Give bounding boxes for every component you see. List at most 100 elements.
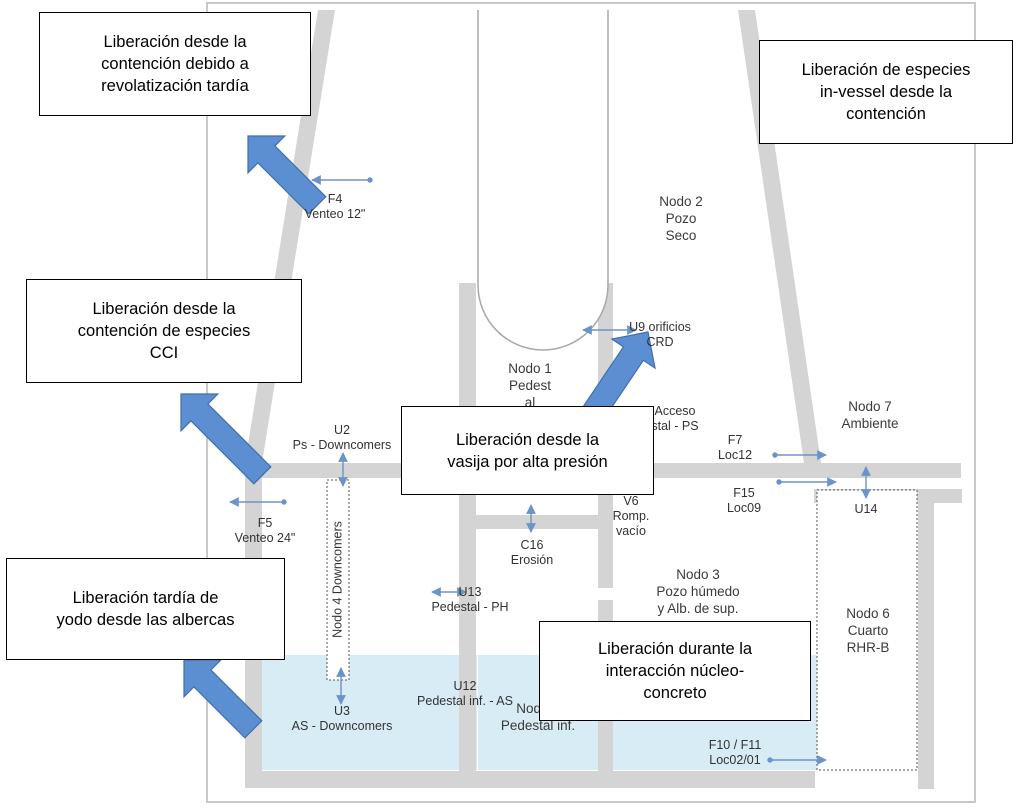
release-arrows [180, 135, 656, 739]
callout-line: Liberación desde la [455, 430, 600, 449]
c16-label: C16 Erosión [502, 538, 562, 568]
callout-line: Liberación desde la [103, 33, 247, 51]
u2-id: U2 [334, 423, 350, 437]
node-7-line-2: Ambiente [841, 416, 899, 431]
c16-id: C16 [520, 538, 544, 552]
f4-desc: Venteo 12" [304, 207, 366, 221]
f15-id: F15 [733, 486, 755, 500]
callout-line: Liberación tardía de [72, 589, 219, 607]
release-arrow-cci [180, 393, 272, 485]
rhr-wall-right [918, 489, 934, 789]
node-3-label: Nodo 3 Pozo húmedo y Alb. de sup. [638, 566, 758, 617]
node-7-line-1: Nodo 7 [848, 399, 892, 414]
callout-line: Liberación durante la [597, 640, 753, 658]
drywell-wall-right [738, 10, 821, 463]
callout-line: interacción núcleo- [605, 662, 745, 680]
f7-label: F7 Loc12 [705, 433, 765, 463]
node-2-label: Nodo 2 Pozo Seco [640, 193, 722, 244]
node-1-line-3: al [524, 395, 536, 410]
flow-paths [229, 175, 871, 765]
callout-line: vasija por alta presión [447, 452, 608, 471]
f5-desc: Venteo 24" [234, 531, 296, 545]
node-2-line-3: Seco [665, 228, 697, 243]
acceso-id: Acceso [654, 404, 696, 418]
u2-label: U2 Ps - Downcomers [272, 423, 412, 453]
callout-line: contención debido a [101, 55, 249, 73]
node-1-line-1: Nodo 1 [508, 361, 552, 376]
f4-origin-dot [367, 177, 373, 183]
node-5-line-2: Pedestal inf. [500, 718, 576, 733]
u9-desc: CRD [646, 335, 674, 349]
u9-id: U9 orificios [629, 320, 691, 334]
node-6-label: Nodo 6 Cuarto RHR-B [830, 605, 906, 656]
callout-line: in-vessel desde la [819, 83, 953, 101]
node-6-line-2: Cuarto [847, 623, 889, 638]
f5-id: F5 [257, 516, 273, 530]
c16-desc: Erosión [510, 553, 554, 567]
callout-line: CCI [149, 344, 179, 362]
u9-label: U9 orificios CRD [620, 320, 700, 350]
f7-desc: Loc12 [717, 448, 753, 462]
f10-f11-desc: Loc02/01 [709, 753, 761, 767]
u13-id: U13 [458, 585, 482, 599]
callout-cci-species: Liberación desde la contención de especi… [26, 279, 302, 383]
node-7-label: Nodo 7 Ambiente [826, 398, 914, 432]
f15-origin-dot [776, 479, 782, 485]
u14-label: U14 [854, 502, 878, 516]
node-3-line-1: Nodo 3 [676, 567, 720, 582]
callout-late-iodine: Liberación tardía de yodo desde las albe… [6, 558, 285, 660]
release-arrow-revolatilization [247, 135, 327, 215]
node-1-line-2: Pedest [508, 378, 552, 393]
u12-label: U12 Pedestal inf. - AS [400, 679, 530, 709]
node-1-label: Nodo 1 Pedest al [496, 360, 564, 411]
reactor-vessel [477, 10, 609, 351]
pedestal-floor [476, 515, 598, 529]
f15-label: F15 Loc09 [714, 486, 774, 516]
f4-id: F4 [327, 192, 343, 206]
release-arrow-iodine [183, 659, 263, 739]
f10-f11-id: F10 / F11 [708, 738, 762, 752]
callout-line: Liberación desde la [92, 300, 236, 318]
callout-in-vessel: Liberación de especies in-vessel desde l… [759, 40, 1013, 144]
u13-desc: Pedestal - PH [431, 600, 509, 614]
f5-label: F5 Venteo 24" [220, 516, 310, 546]
v6-label: V6 Romp. vacío [606, 494, 656, 539]
u13-label: U13 Pedestal - PH [400, 585, 540, 615]
node-2-line-1: Nodo 2 [659, 194, 703, 209]
f10-f11-origin-dot [767, 757, 773, 763]
floor-slab-bottom [245, 771, 815, 788]
u3-label: U3 AS - Downcomers [272, 704, 412, 734]
node-2-line-2: Pozo [665, 211, 697, 226]
f10-f11-label: F10 / F11 Loc02/01 [700, 738, 770, 768]
acceso-desc: stal - PS [651, 419, 699, 433]
water-region-left [262, 655, 477, 770]
callout-line: revolatización tardía [101, 77, 249, 95]
u2-desc: Ps - Downcomers [292, 438, 392, 452]
callout-line: yodo desde las albercas [56, 611, 235, 629]
u3-desc: AS - Downcomers [291, 719, 393, 733]
node-3-line-2: Pozo húmedo [656, 584, 740, 599]
node-6-line-1: Nodo 6 [846, 606, 890, 621]
callout-late-revolatilization: Liberación desde la contención debido a … [39, 12, 311, 116]
u3-id: U3 [334, 704, 350, 718]
callout-line: contención de especies [77, 322, 251, 340]
f4-label: F4 Venteo 12" [290, 192, 380, 222]
f5-origin-dot [281, 499, 287, 505]
callout-line: contención [846, 105, 926, 123]
callout-high-pressure: Liberación desde la vasija por alta pres… [401, 406, 654, 495]
callout-core-concrete: Liberación durante la interacción núcleo… [539, 621, 811, 721]
rhr-room [816, 489, 918, 771]
v6-id: V6 [623, 494, 639, 508]
callout-line: concreto [643, 684, 707, 702]
node-4-label: Nodo 4 Downcomers [330, 521, 345, 638]
acceso-label: Acceso stal - PS [640, 404, 710, 434]
f7-origin-dot [772, 452, 778, 458]
v6-desc-2: vacío [616, 524, 646, 538]
f15-desc: Loc09 [726, 501, 762, 515]
node-3-line-3: y Alb. de sup. [657, 601, 739, 616]
u12-id: U12 [453, 679, 477, 693]
f7-id: F7 [727, 433, 743, 447]
v6-desc-1: Romp. [612, 509, 650, 523]
callout-line: Liberación de especies [801, 61, 971, 79]
